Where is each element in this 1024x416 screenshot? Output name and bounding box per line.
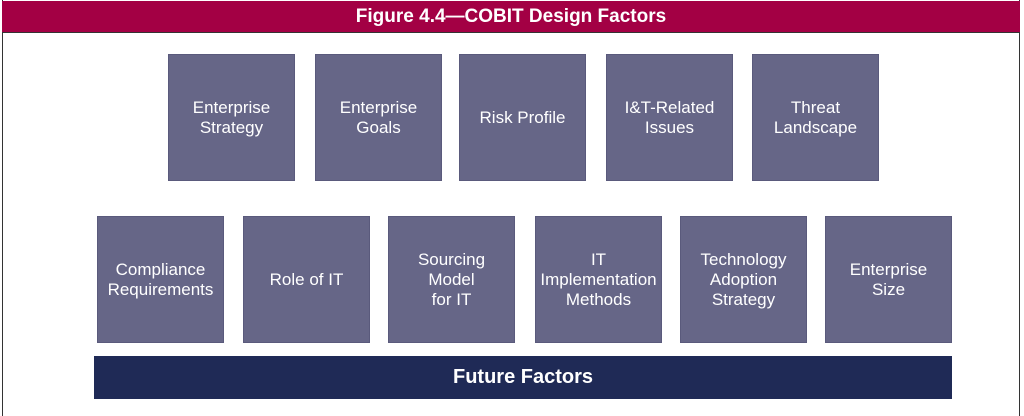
factor-risk-profile: Risk Profile	[459, 54, 586, 181]
factor-role-of-it: Role of IT	[243, 216, 370, 343]
factor-threat-landscape: Threat Landscape	[752, 54, 879, 181]
factor-technology-adoption-strategy: Technology Adoption Strategy	[680, 216, 807, 343]
factor-it-related-issues: I&T-Related Issues	[606, 54, 733, 181]
future-factors-bar: Future Factors	[94, 356, 952, 399]
factor-enterprise-strategy: Enterprise Strategy	[168, 54, 295, 181]
factor-it-implementation-methods: IT Implementation Methods	[535, 216, 662, 343]
factor-sourcing-model: Sourcing Model for IT	[388, 216, 515, 343]
figure-title: Figure 4.4—COBIT Design Factors	[2, 1, 1020, 33]
factor-compliance-requirements: Compliance Requirements	[97, 216, 224, 343]
factor-enterprise-goals: Enterprise Goals	[315, 54, 442, 181]
factor-enterprise-size: Enterprise Size	[825, 216, 952, 343]
